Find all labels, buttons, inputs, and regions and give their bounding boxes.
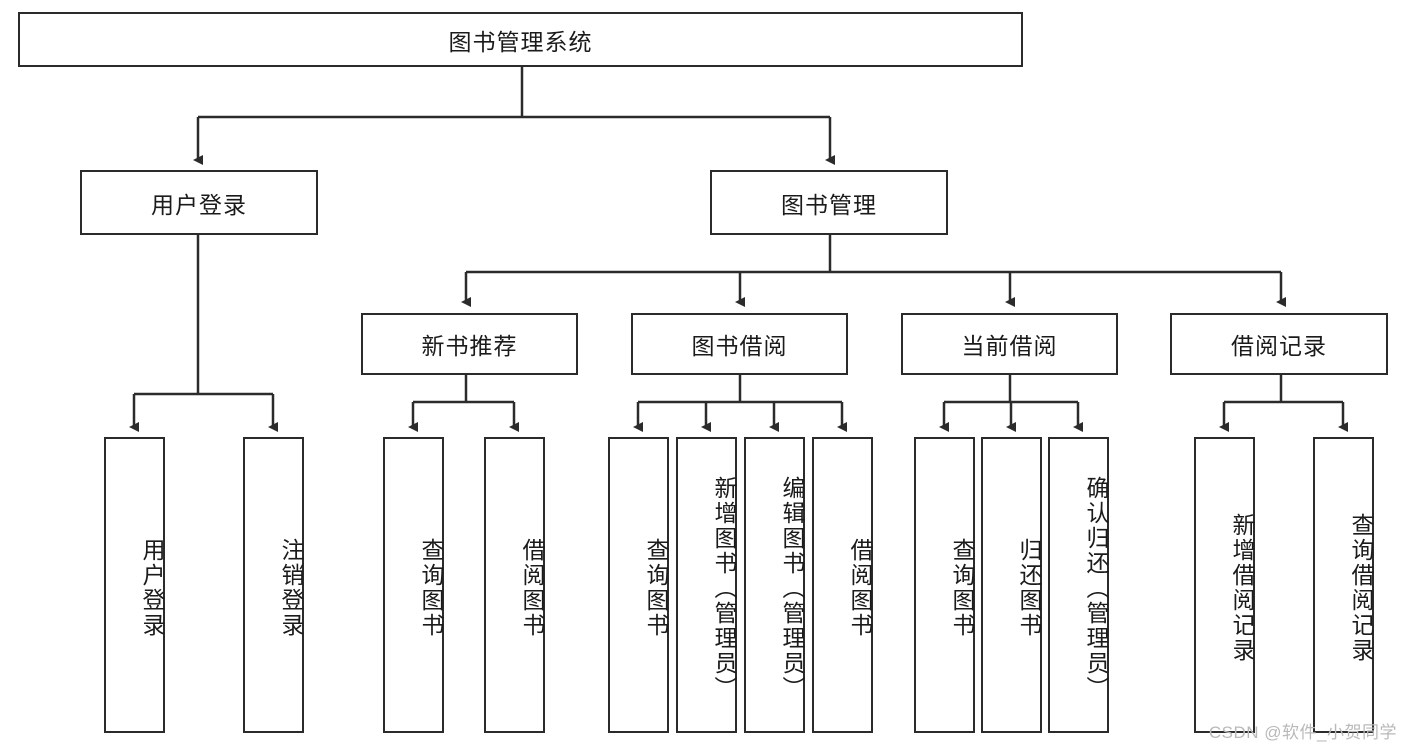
node-leaf-query-book-1-label: 查询图书 — [418, 538, 444, 638]
node-root-label: 图书管理系统 — [448, 28, 593, 55]
node-book-manage-label: 图书管理 — [781, 191, 877, 218]
node-borrow-record[interactable]: 借阅记录 — [1170, 313, 1388, 375]
watermark-text: CSDN @软件_小贺同学 — [1208, 723, 1397, 742]
node-leaf-edit-book-label: 编辑图书（管理员） — [779, 475, 805, 701]
node-leaf-query-record[interactable]: 查询借阅记录 — [1313, 437, 1374, 733]
node-leaf-add-book-label: 新增图书（管理员） — [711, 475, 737, 701]
node-current-borrow-label: 当前借阅 — [961, 333, 1058, 359]
node-leaf-query-book-2[interactable]: 查询图书 — [608, 437, 669, 733]
node-leaf-query-book-2-label: 查询图书 — [643, 538, 669, 638]
node-leaf-return-book[interactable]: 归还图书 — [981, 437, 1042, 733]
node-user-login[interactable]: 用户登录 — [80, 170, 318, 235]
node-new-book-recommend-label: 新书推荐 — [421, 333, 518, 359]
node-book-manage[interactable]: 图书管理 — [710, 170, 948, 235]
node-borrow-record-label: 借阅记录 — [1231, 333, 1327, 359]
node-leaf-edit-book[interactable]: 编辑图书（管理员） — [744, 437, 805, 733]
node-leaf-query-book-3-label: 查询图书 — [949, 538, 975, 638]
node-book-borrow-label: 图书借阅 — [691, 333, 788, 359]
node-leaf-confirm-return[interactable]: 确认归还（管理员） — [1048, 437, 1109, 733]
node-book-borrow[interactable]: 图书借阅 — [631, 313, 848, 375]
node-leaf-borrow-book-2[interactable]: 借阅图书 — [812, 437, 873, 733]
node-current-borrow[interactable]: 当前借阅 — [901, 313, 1118, 375]
node-leaf-borrow-book-1[interactable]: 借阅图书 — [484, 437, 545, 733]
node-leaf-return-book-label: 归还图书 — [1016, 538, 1042, 638]
node-leaf-borrow-book-1-label: 借阅图书 — [519, 538, 545, 638]
node-leaf-add-record[interactable]: 新增借阅记录 — [1194, 437, 1255, 733]
node-leaf-query-book-3[interactable]: 查询图书 — [914, 437, 975, 733]
node-leaf-confirm-return-label: 确认归还（管理员） — [1083, 475, 1109, 701]
node-leaf-logout-label: 注销登录 — [278, 538, 304, 638]
node-leaf-query-book-1[interactable]: 查询图书 — [383, 437, 444, 733]
node-leaf-query-record-label: 查询借阅记录 — [1348, 513, 1374, 663]
node-leaf-user-login-label: 用户登录 — [139, 538, 165, 638]
node-user-login-label: 用户登录 — [151, 191, 247, 218]
node-leaf-add-book[interactable]: 新增图书（管理员） — [676, 437, 737, 733]
node-root[interactable]: 图书管理系统 — [18, 12, 1023, 67]
node-leaf-borrow-book-2-label: 借阅图书 — [847, 538, 873, 638]
node-new-book-recommend[interactable]: 新书推荐 — [361, 313, 578, 375]
node-leaf-user-login[interactable]: 用户登录 — [104, 437, 165, 733]
node-leaf-logout[interactable]: 注销登录 — [243, 437, 304, 733]
node-leaf-add-record-label: 新增借阅记录 — [1229, 513, 1255, 663]
